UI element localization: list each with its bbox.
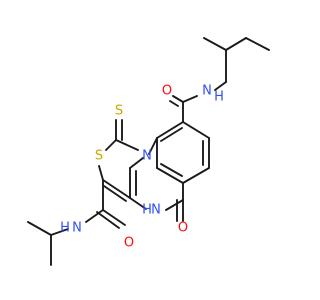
bond [160,127,183,142]
bond [105,139,117,151]
atom-label-layer: O N H S N S N H O N H O [60,84,224,251]
atom-label-hydrogen: H [142,203,152,218]
bond [129,197,147,210]
bond [169,100,179,107]
bond [148,137,158,155]
atom-label-hydrogen: H [214,90,224,105]
bond [96,211,120,229]
bond [50,228,69,236]
atom-label-sulfur: S [115,104,123,119]
atom-label-oxygen: O [178,221,188,236]
bond [165,199,184,211]
structure-diagram: O N H S N S N H O N H O [27,37,270,266]
atom-label-nitrogen: N [202,84,212,99]
bond [245,37,270,51]
atom-label-sulfur: S [95,149,103,164]
bond [156,167,184,184]
bond [115,139,139,151]
atom-label-oxygen: O [162,84,172,99]
atom-label-nitrogen: N [142,149,152,164]
molecule-canvas: O N H S N S N H O N H O [27,37,270,266]
atom-label-oxygen: O [124,236,134,251]
bond [225,37,247,51]
bond [102,179,131,199]
bond [98,165,104,181]
bond [156,121,184,139]
atom-label-hydrogen: H [60,221,70,236]
bond [27,221,52,236]
bond [182,121,210,139]
atom-label-nitrogen: N [72,221,82,236]
bond [160,163,183,177]
atom-label-nitrogen: N [151,203,161,218]
bond [203,37,227,51]
bond-layer [27,37,270,266]
bond [182,167,210,184]
bond [129,157,144,169]
bond [172,95,184,103]
bond [103,185,127,202]
bond [182,95,198,103]
bond [85,209,104,223]
bond [102,209,126,226]
bond [214,81,227,91]
